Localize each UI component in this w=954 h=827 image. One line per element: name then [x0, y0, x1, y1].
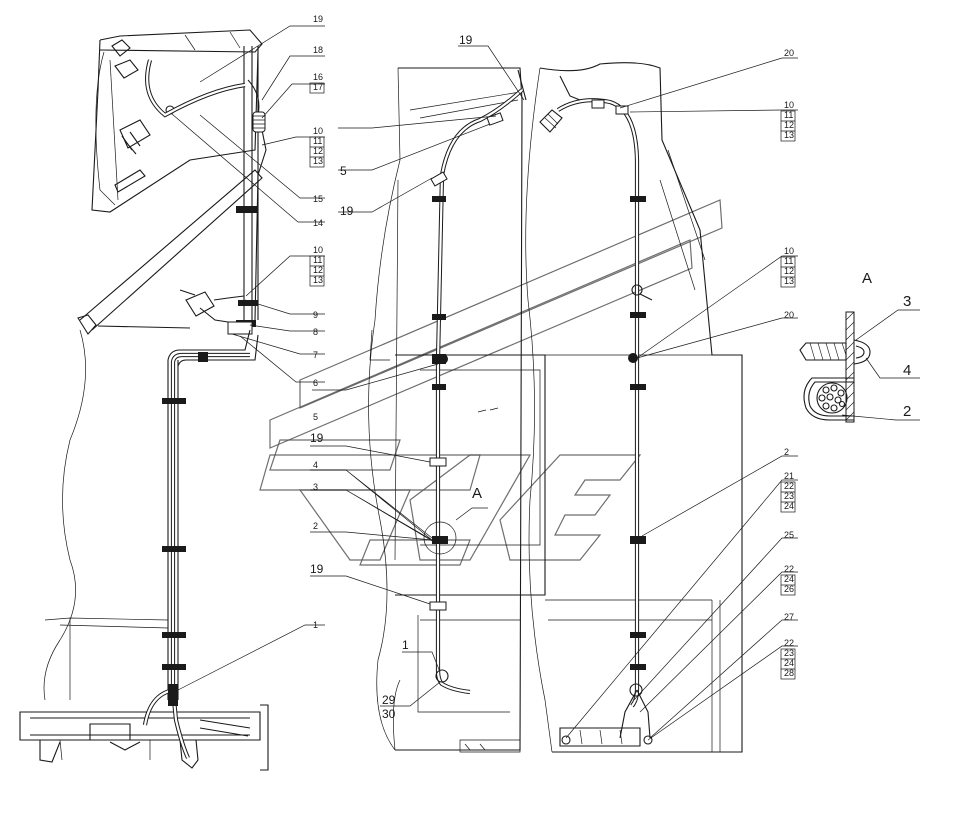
callout-23a: 23 [784, 491, 794, 501]
callout-10-r: 10 [784, 100, 794, 110]
callout-9: 9 [313, 310, 318, 320]
detail-callout-4: 4 [903, 362, 911, 379]
callout-26: 26 [784, 584, 794, 594]
callout-19-mid: 19 [310, 431, 324, 445]
callout-11-r2: 11 [784, 256, 793, 266]
callout-8: 8 [313, 327, 318, 337]
callout-22a: 22 [784, 481, 794, 491]
callout-18: 18 [313, 45, 323, 55]
callout-23c: 23 [784, 648, 794, 658]
callout-10b: 10 [313, 245, 323, 255]
callout-24b: 24 [784, 574, 794, 584]
callout-5-mid: 5 [313, 412, 318, 422]
callout-27: 27 [784, 612, 794, 622]
callout-20-top: 20 [784, 48, 794, 58]
callout-11: 11 [313, 136, 322, 146]
callout-1-mid: 1 [402, 638, 409, 652]
detail-view-A: A 3 4 2 [799, 270, 920, 423]
right-view [525, 57, 798, 753]
callout-11-r: 11 [784, 110, 793, 120]
callout-24a: 24 [784, 501, 794, 511]
callout-24c: 24 [784, 658, 794, 668]
left-callout-labels: 19 18 16 17 10 11 12 13 15 14 10 11 12 1… [309, 14, 325, 630]
callout-19-top: 19 [459, 33, 473, 47]
callout-10: 10 [313, 126, 323, 136]
callout-19-low: 19 [310, 562, 324, 576]
callout-5-top: 5 [340, 164, 347, 178]
detail-callout-2: 2 [903, 403, 911, 420]
callout-21: 21 [784, 471, 794, 481]
callout-28: 28 [784, 668, 794, 678]
callout-1: 1 [313, 620, 318, 630]
callout-13b: 13 [313, 275, 323, 285]
callout-19: 19 [313, 14, 323, 24]
callout-13-r: 13 [784, 130, 794, 140]
callout-29: 29 [382, 693, 396, 707]
callout-12-r: 12 [784, 120, 794, 130]
callout-2: 2 [313, 521, 318, 531]
callout-14: 14 [313, 218, 323, 228]
callout-22c: 22 [784, 638, 794, 648]
callout-11b: 11 [313, 255, 322, 265]
detail-marker-A: A [472, 485, 482, 502]
callout-6: 6 [313, 378, 318, 388]
callout-17: 17 [313, 82, 323, 92]
callout-3: 3 [313, 482, 318, 492]
callout-2-r: 2 [784, 447, 789, 457]
right-callout-labels: 20 10 11 12 13 10 11 12 13 20 2 21 22 23… [780, 48, 796, 680]
callout-22b: 22 [784, 564, 794, 574]
middle-callout-labels: 19 5 19 5 19 4 3 2 A 19 1 29 30 [310, 33, 482, 721]
callout-10-r2: 10 [784, 246, 794, 256]
callout-4: 4 [313, 460, 318, 470]
callout-7: 7 [313, 350, 318, 360]
callout-19-upper: 19 [340, 204, 354, 218]
watermark-logo [259, 199, 723, 566]
callout-15: 15 [313, 194, 323, 204]
callout-16: 16 [313, 72, 323, 82]
callout-12: 12 [313, 146, 323, 156]
callout-12-r2: 12 [784, 266, 794, 276]
callout-13: 13 [313, 156, 323, 166]
left-view [19, 25, 325, 771]
middle-view [310, 45, 546, 753]
detail-title: A [862, 270, 872, 287]
detail-callout-3: 3 [903, 293, 911, 310]
callout-25: 25 [784, 530, 794, 540]
callout-30: 30 [382, 707, 396, 721]
callout-13-r2: 13 [784, 276, 794, 286]
callout-12b: 12 [313, 265, 323, 275]
callout-20-mid: 20 [784, 310, 794, 320]
